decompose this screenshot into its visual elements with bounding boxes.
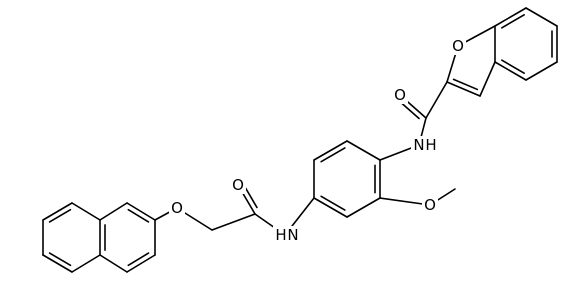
svg-text:O: O bbox=[394, 86, 406, 104]
bond-n5-n6 bbox=[126, 254, 156, 273]
bond-n5-n6-inner bbox=[127, 252, 150, 267]
bond-a2-a3 bbox=[346, 197, 381, 218]
amide-nh-right-label: N H bbox=[411, 136, 439, 154]
bond-n1-n2-inner bbox=[127, 208, 150, 223]
svg-text:O: O bbox=[232, 176, 244, 194]
atom-label-layer: O O N H O O H N bbox=[169, 37, 466, 244]
bond-a3-a4 bbox=[313, 197, 348, 218]
bond-n2-n3 bbox=[99, 202, 128, 221]
bond-a5-a6-inner bbox=[320, 147, 346, 163]
bond-b6-b1 bbox=[494, 7, 527, 27]
ether-oxygen-label: O bbox=[169, 199, 185, 217]
bond-n7-n8-inner bbox=[48, 252, 72, 267]
bond-a6-a1 bbox=[346, 140, 381, 161]
bond-b1-b2 bbox=[525, 7, 558, 27]
amide-oxygen-left-label: O bbox=[230, 176, 246, 194]
bond-cc-oc-inner bbox=[399, 101, 420, 120]
bond-a3-a4-inner bbox=[320, 195, 346, 211]
bond-n4-n5 bbox=[99, 254, 128, 273]
bond-c2-cc bbox=[425, 81, 448, 119]
svg-text:O: O bbox=[452, 37, 464, 55]
bond-n4-n7 bbox=[71, 254, 101, 273]
bond-b6-b1-inner bbox=[501, 14, 525, 29]
bond-n1-n2 bbox=[126, 202, 156, 221]
bond-c2-c3-inner bbox=[452, 78, 479, 91]
bond-ca-ch bbox=[211, 213, 256, 231]
bond-c2-c3 bbox=[446, 81, 481, 97]
furan-oxygen-label: O bbox=[450, 37, 466, 55]
bond-b4-b5-inner bbox=[501, 59, 525, 74]
svg-text:O: O bbox=[424, 196, 436, 214]
bond-n7-n8 bbox=[42, 254, 73, 273]
svg-text:H: H bbox=[425, 136, 436, 154]
bond-b3-b4 bbox=[525, 61, 558, 81]
methoxy-oxygen-label: O bbox=[422, 196, 438, 214]
svg-text:H: H bbox=[275, 226, 286, 244]
bond-a2-om bbox=[379, 197, 431, 206]
bond-n9-n10 bbox=[42, 202, 73, 221]
svg-text:O: O bbox=[171, 199, 183, 217]
bond-n10-n3 bbox=[71, 202, 101, 221]
bond-c3-b5 bbox=[479, 61, 496, 97]
amide-nh-left-label: H N bbox=[273, 226, 301, 244]
bond-b4-b5 bbox=[494, 61, 527, 81]
bond-layer bbox=[42, 7, 558, 273]
bond-n9-n10-inner bbox=[48, 208, 72, 223]
bond-ca-oa-inner bbox=[243, 185, 258, 209]
svg-text:N: N bbox=[413, 136, 424, 154]
svg-text:N: N bbox=[287, 226, 298, 244]
bond-a5-a6 bbox=[313, 140, 348, 161]
amide-oxygen-right-label: O bbox=[392, 86, 408, 104]
